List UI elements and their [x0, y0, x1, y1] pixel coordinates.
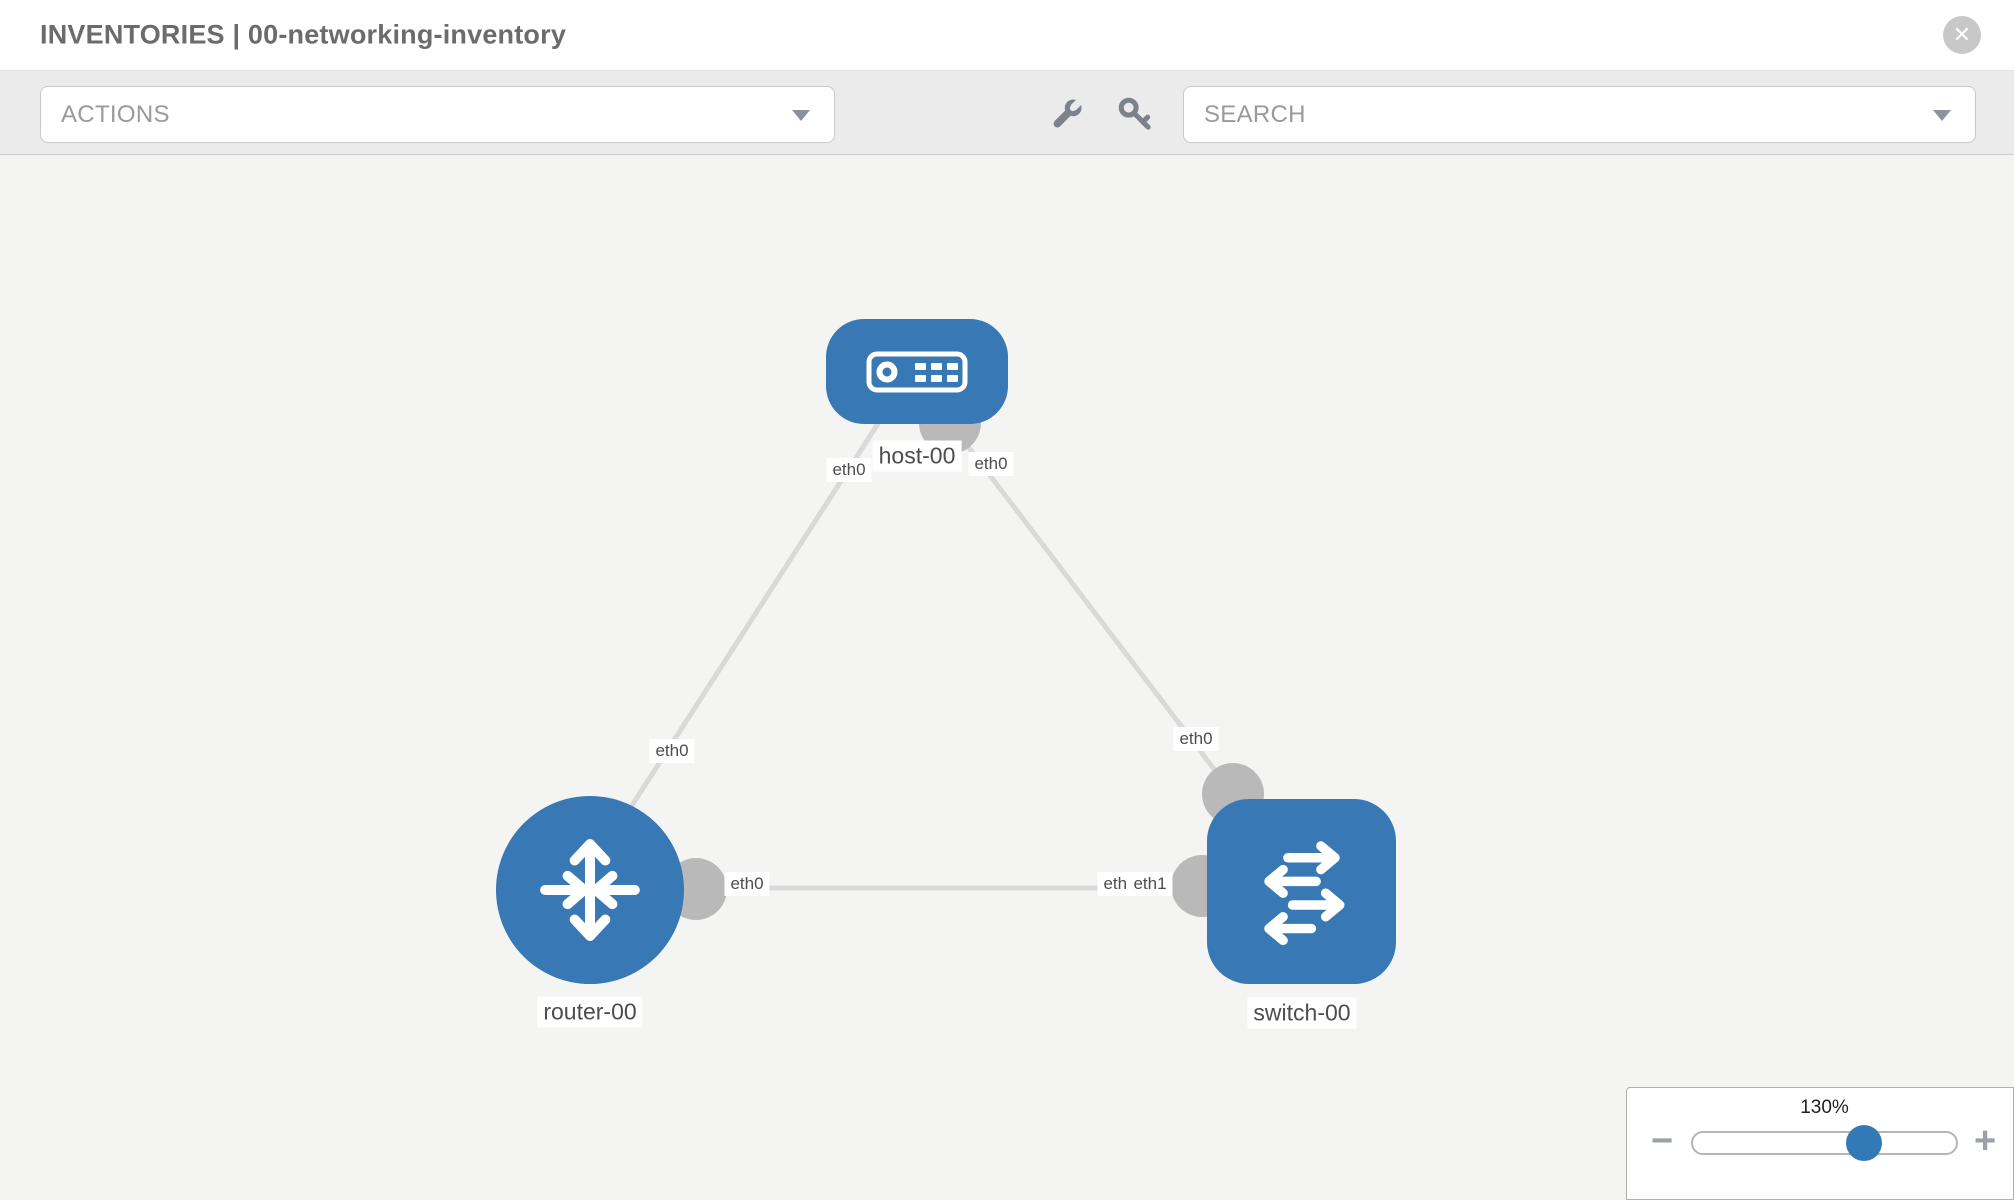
search-dropdown[interactable]: SEARCH	[1183, 86, 1976, 143]
node-label-router: router-00	[537, 996, 643, 1028]
close-icon: ✕	[1952, 22, 1972, 47]
toolbar: ACTIONS SEARCH	[0, 70, 2014, 155]
zoom-out-button[interactable]: −	[1651, 1120, 1674, 1162]
router-icon	[540, 838, 640, 942]
node-host-00[interactable]	[826, 319, 1008, 424]
chevron-down-icon	[1933, 109, 1951, 121]
zoom-in-button[interactable]: +	[1974, 1120, 1997, 1162]
wrench-icon[interactable]	[1048, 95, 1086, 133]
interface-label: eth1	[1127, 872, 1173, 896]
zoom-control-panel: 130% − +	[1626, 1087, 2014, 1200]
search-dropdown-label: SEARCH	[1204, 100, 1306, 128]
node-label-switch: switch-00	[1247, 997, 1357, 1029]
header: INVENTORIES | 00-networking-inventory ✕	[0, 0, 2014, 70]
chevron-down-icon	[792, 109, 810, 121]
interface-label: eth0	[1173, 727, 1219, 751]
node-switch-00[interactable]	[1207, 799, 1396, 984]
links-layer	[597, 392, 1264, 920]
interface-label: eth0	[649, 739, 695, 763]
interface-label: eth0	[826, 458, 872, 482]
zoom-slider-track[interactable]	[1691, 1131, 1958, 1155]
interface-label: eth0	[724, 872, 770, 896]
close-button[interactable]: ✕	[1943, 16, 1981, 54]
interface-label: eth0	[968, 452, 1014, 476]
switch-icon	[1263, 840, 1344, 945]
key-icon[interactable]	[1116, 95, 1154, 133]
zoom-slider-handle[interactable]	[1846, 1125, 1882, 1161]
actions-dropdown-label: ACTIONS	[61, 100, 170, 128]
node-label-host: host-00	[872, 440, 962, 472]
server-icon	[866, 351, 968, 392]
node-router-00[interactable]	[496, 796, 684, 984]
zoom-level-value: 130%	[1800, 1097, 1849, 1118]
actions-dropdown[interactable]: ACTIONS	[40, 86, 835, 143]
page-title: INVENTORIES | 00-networking-inventory	[40, 19, 567, 50]
topology-canvas[interactable]: host-00 router-00 switch-00 eth0 eth0 et…	[0, 155, 2014, 1200]
